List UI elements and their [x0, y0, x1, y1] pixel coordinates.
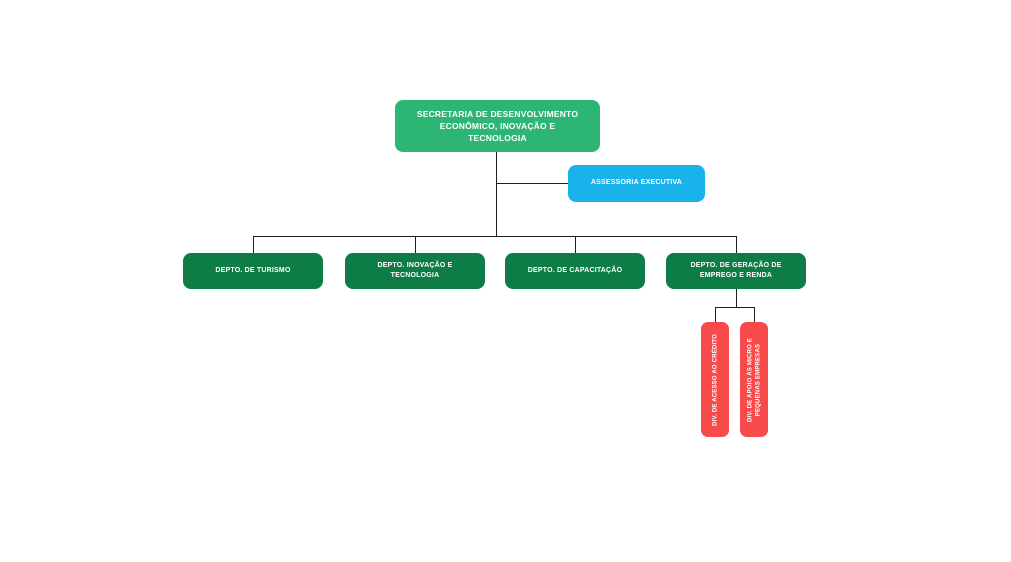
- node-assessoria-executiva-label: ASSESSORIA EXECUTIVA: [590, 179, 683, 187]
- node-depto-geracao-emprego-renda-label: DEPTO. DE GERAÇÃO DE EMPREGO E RENDA: [690, 261, 782, 279]
- node-div-apoio-micro-pequenas-empresas: DIV. DE APOIO ÀS MICRO E PEQUENAS EMPRES…: [740, 322, 768, 437]
- node-depto-capacitacao-label: DEPTO. DE CAPACITAÇÃO: [527, 266, 623, 274]
- connector-drop-geracao: [736, 236, 737, 253]
- node-depto-turismo: DEPTO. DE TURISMO: [183, 253, 323, 289]
- node-secretaria-label: SECRETARIA DE DESENVOLVIMENTO ECONÔMICO,…: [416, 108, 579, 144]
- node-div-acesso-credito: DIV. DE ACESSO AO CRÉDITO: [701, 322, 729, 437]
- node-depto-inovacao-tecnologia: DEPTO. INOVAÇÃO E TECNOLOGIA: [345, 253, 485, 289]
- connector-root-down: [496, 152, 497, 236]
- node-div-apoio-micro-pequenas-empresas-label: DIV. DE APOIO ÀS MICRO E PEQUENAS EMPRES…: [746, 337, 761, 422]
- connector-drop-apoio: [754, 307, 755, 322]
- node-assessoria-executiva: ASSESSORIA EXECUTIVA: [568, 165, 705, 202]
- connector-assessoria: [497, 183, 568, 184]
- connector-drop-capacitacao: [575, 236, 576, 253]
- connector-drop-turismo: [253, 236, 254, 253]
- node-depto-inovacao-tecnologia-label: DEPTO. INOVAÇÃO E TECNOLOGIA: [377, 261, 453, 279]
- connector-divisions-bus: [715, 307, 754, 308]
- connector-geracao-down: [736, 289, 737, 307]
- node-depto-geracao-emprego-renda: DEPTO. DE GERAÇÃO DE EMPREGO E RENDA: [666, 253, 806, 289]
- connector-departments-bus: [253, 236, 737, 237]
- connector-drop-credito: [715, 307, 716, 322]
- node-secretaria: SECRETARIA DE DESENVOLVIMENTO ECONÔMICO,…: [395, 100, 600, 152]
- node-depto-turismo-label: DEPTO. DE TURISMO: [215, 266, 291, 274]
- node-div-acesso-credito-label: DIV. DE ACESSO AO CRÉDITO: [711, 333, 718, 426]
- node-depto-capacitacao: DEPTO. DE CAPACITAÇÃO: [505, 253, 645, 289]
- connector-drop-inovacao: [415, 236, 416, 253]
